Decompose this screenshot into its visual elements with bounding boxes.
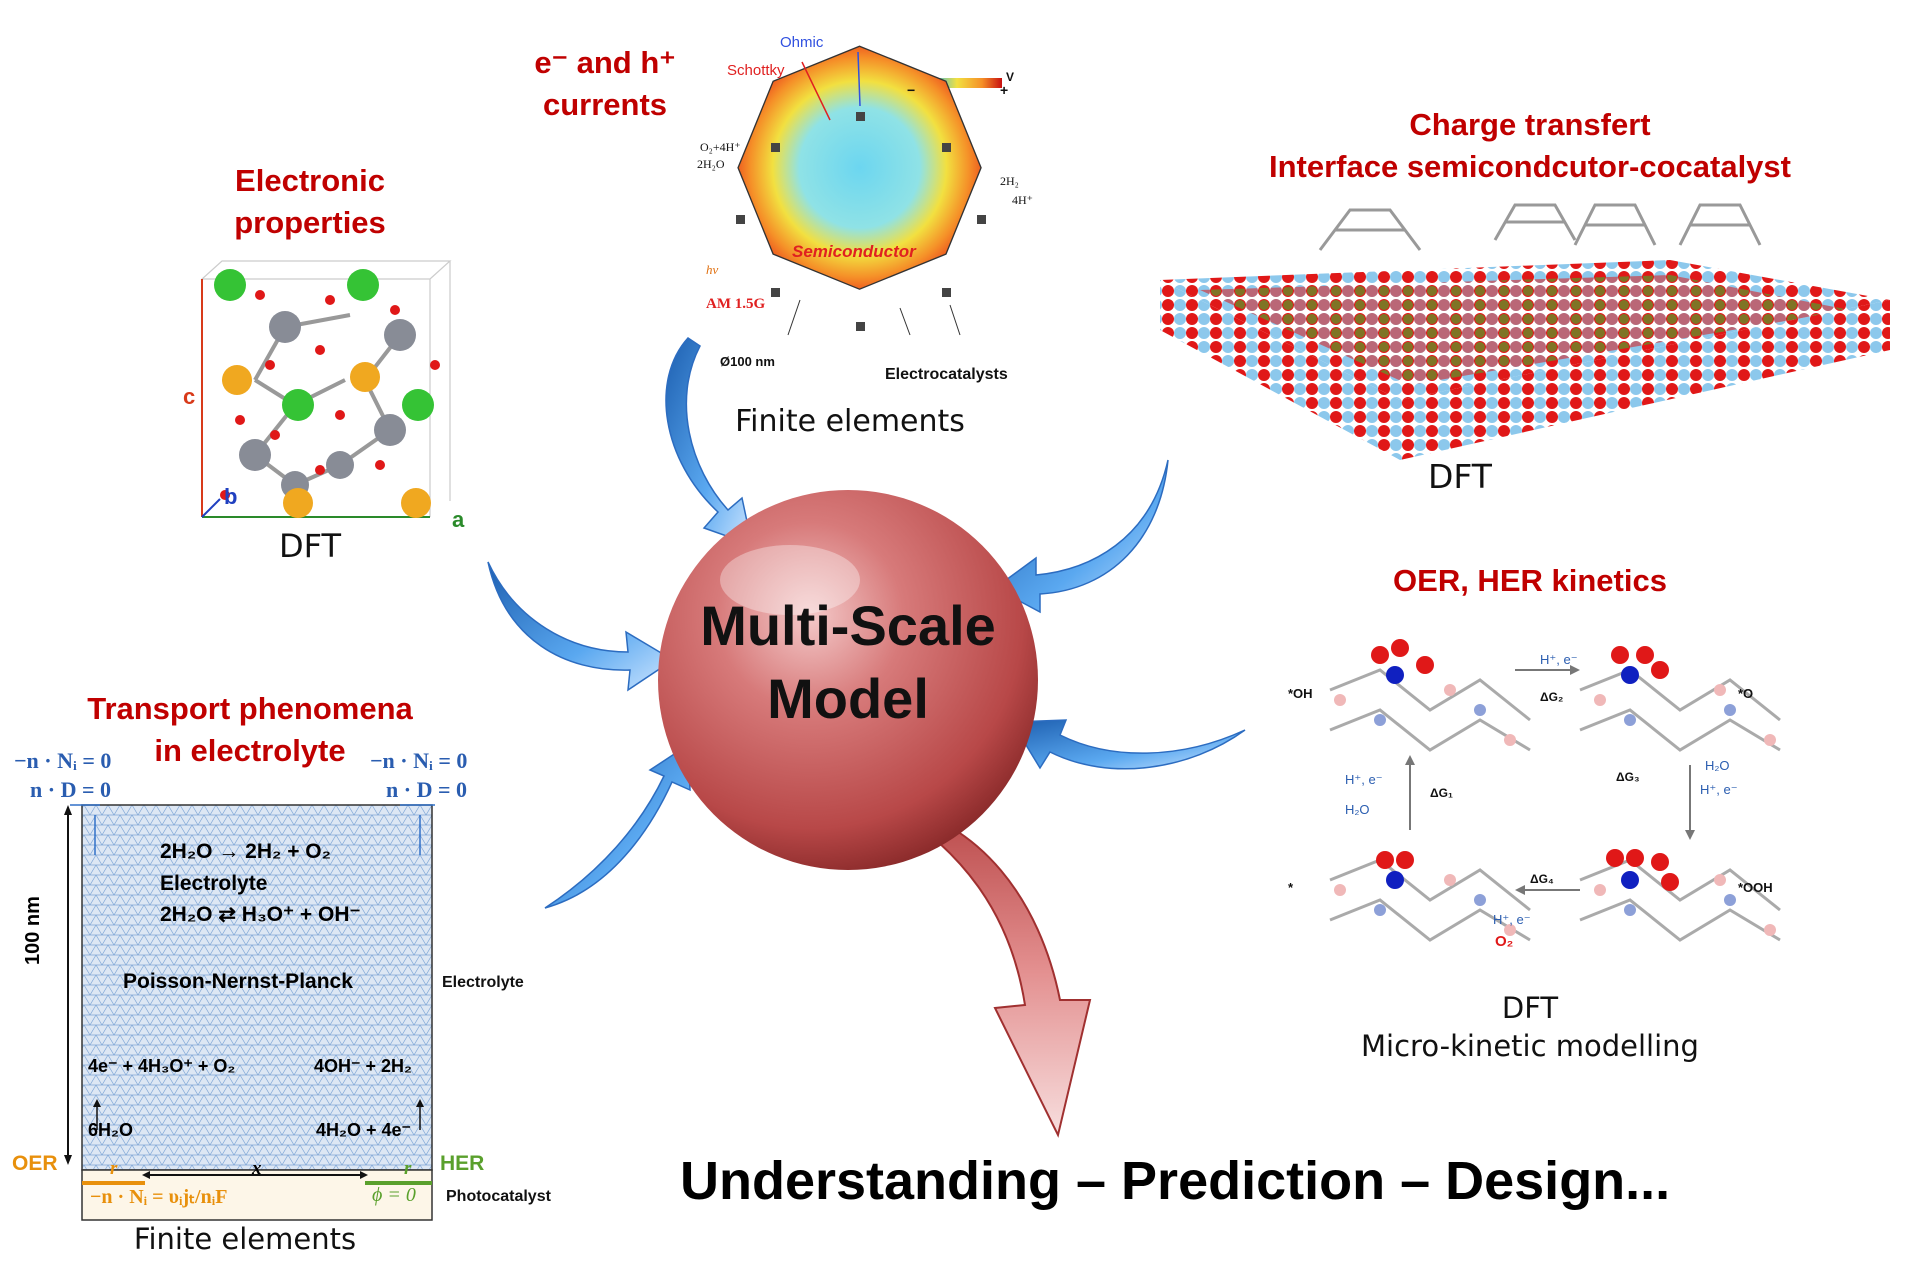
- center-label: Multi-Scale Model: [658, 590, 1038, 736]
- bc-left-2: n · D = 0: [30, 777, 111, 802]
- kinetics-caption: DFT Micro-kinetic modelling: [1340, 990, 1720, 1065]
- electronic-caption: DFT: [278, 527, 342, 565]
- charge-title-line1: Charge transfert: [1409, 107, 1651, 142]
- currents-title-line2: currents: [542, 86, 668, 122]
- dg2-label: ΔG₂: [1540, 690, 1564, 704]
- left-bottom-reaction: 6H₂O: [88, 1120, 134, 1140]
- schottky-label: Schottky: [727, 62, 785, 79]
- kinetics-caption-line2: Micro-kinetic modelling: [1361, 1028, 1699, 1063]
- height-label: 100 nm: [22, 896, 44, 965]
- axis-b-label: b: [224, 484, 238, 509]
- r-left-label: r: [110, 1158, 118, 1179]
- electrolyte-inner-label: Electrolyte: [160, 872, 268, 895]
- kinetic-cycle: [1329, 639, 1781, 942]
- h2o-label: 2H₂O: [697, 157, 725, 171]
- dg1-label: ΔG₁: [1430, 786, 1453, 800]
- reaction-equilibrium: 2H₂O ⇄ H₃O⁺ + OH⁻: [160, 903, 361, 926]
- am-label: AM 1.5G: [706, 296, 766, 312]
- he-left-label: H⁺, e⁻: [1345, 772, 1383, 787]
- semiconductor-particle: [736, 45, 1002, 336]
- o-label: *O: [1738, 686, 1754, 701]
- arrow-from-kinetics: [1010, 719, 1246, 770]
- axis-c-label: c: [183, 384, 196, 409]
- arrow-to-design: [887, 803, 1092, 1138]
- transport-title-line1: Transport phenomena: [87, 691, 413, 726]
- h2o-left-label: H₂O: [1345, 802, 1370, 817]
- reaction-overall: 2H₂O → 2H₂ + O₂: [160, 840, 331, 863]
- bottom-banner: Understanding – Prediction – Design...: [680, 1151, 1671, 1211]
- h2-label: 2H₂: [1000, 174, 1019, 188]
- slab-structure: [1160, 203, 1890, 460]
- electronic-title-line2: properties: [234, 204, 386, 240]
- dg4-label: ΔG₄: [1530, 872, 1554, 886]
- bc-left-1: −n · Nᵢ = 0: [14, 748, 112, 773]
- scale-min: −: [907, 82, 916, 98]
- o2-product-label: O₂: [1495, 933, 1514, 950]
- right-reaction: 4OH⁻ + 2H₂: [314, 1056, 413, 1076]
- hv-label: hν: [706, 262, 719, 277]
- he-bottom-label: H⁺, e⁻: [1493, 912, 1531, 927]
- transport-title: Transport phenomena in electrolyte: [70, 688, 430, 772]
- he-right-label: H⁺, e⁻: [1700, 782, 1738, 797]
- currents-title: e⁻ and h⁺ currents: [520, 42, 690, 126]
- he1-label: H⁺, e⁻: [1540, 652, 1578, 667]
- kinetics-caption-line1: DFT: [1501, 991, 1559, 1025]
- oer-label: OER: [12, 1152, 58, 1175]
- center-line1: Multi-Scale: [700, 594, 996, 657]
- bc-right-1: −n · Nᵢ = 0: [370, 748, 468, 773]
- 4h-label: 4H⁺: [1012, 193, 1033, 207]
- dg3-label: ΔG₃: [1616, 770, 1640, 784]
- electrolyte-side-label: Electrolyte: [442, 974, 524, 991]
- flux-bc-label: −n · Nᵢ = υᵢjₜ/nᵢF: [90, 1186, 228, 1208]
- arrow-from-electronic: [487, 561, 675, 692]
- scale-max: +: [1000, 82, 1009, 98]
- kinetics-title: OER, HER kinetics: [1393, 563, 1667, 598]
- star-label: *: [1288, 880, 1294, 895]
- electronic-title-line1: Electronic: [235, 163, 385, 198]
- transport-caption: Finite elements: [133, 1222, 357, 1256]
- phi-label: ϕ = 0: [372, 1184, 416, 1206]
- diameter-label: Ø100 nm: [720, 354, 775, 369]
- her-label: HER: [440, 1152, 485, 1175]
- mesh-domain: [64, 804, 435, 1221]
- photocatalyst-label: Photocatalyst: [446, 1188, 551, 1205]
- bc-right-2: n · D = 0: [386, 777, 467, 802]
- crystal-structure: [200, 260, 452, 518]
- currents-title-line1: e⁻ and h⁺: [534, 45, 676, 80]
- left-reaction: 4e⁻ + 4H₃O⁺ + O₂: [88, 1056, 236, 1076]
- r-right-label: r: [404, 1158, 412, 1179]
- charge-title-line2: Interface semicondcutor-cocatalyst: [1268, 148, 1791, 184]
- scale-unit: V: [1006, 70, 1015, 84]
- o2-label: O₂+4H⁺: [700, 140, 741, 154]
- transport-title-line2: in electrolyte: [154, 732, 346, 768]
- semiconductor-label: Semiconductor: [792, 242, 916, 261]
- x-label: x: [252, 1158, 262, 1179]
- h2o-right-label: H₂O: [1705, 758, 1730, 773]
- charge-title: Charge transfert Interface semicondcutor…: [1240, 104, 1820, 188]
- ohmic-label: Ohmic: [780, 34, 824, 51]
- electronic-title: Electronic properties: [200, 160, 420, 244]
- multiscale-sphere: [658, 490, 1038, 870]
- axis-a-label: a: [452, 507, 465, 532]
- currents-caption: Finite elements: [735, 404, 965, 439]
- ooh-label: *OOH: [1738, 880, 1773, 895]
- right-bottom-reaction: 4H₂O + 4e⁻: [316, 1120, 412, 1140]
- center-line2: Model: [767, 666, 929, 730]
- charge-caption: DFT: [1428, 457, 1492, 496]
- arrow-from-transport: [544, 743, 691, 909]
- electrocatalysts-label: Electrocatalysts: [885, 366, 1008, 383]
- pnp-label: Poisson-Nernst-Planck: [123, 970, 353, 993]
- oh-label: *OH: [1288, 686, 1313, 701]
